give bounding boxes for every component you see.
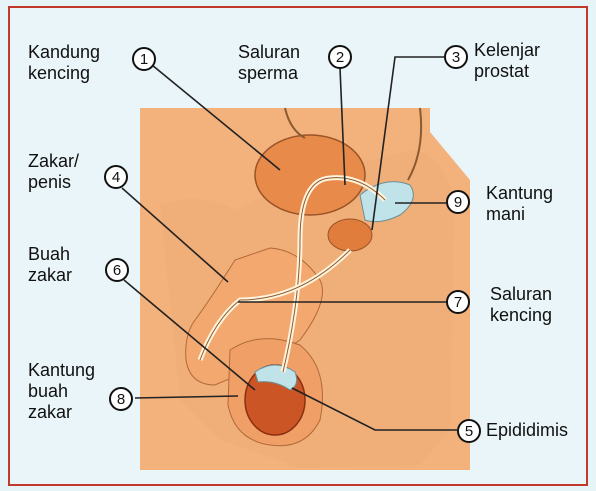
label-kantung-mani: Kantung mani <box>486 183 553 225</box>
number-badge-4: 4 <box>104 165 128 189</box>
label-kantung-buah-zakar: Kantung buah zakar <box>28 360 95 423</box>
prostate-shape <box>328 219 372 251</box>
label-saluran-kencing: Saluran kencing <box>490 284 552 326</box>
number-badge-6: 6 <box>105 258 129 282</box>
number-badge-3: 3 <box>444 45 468 69</box>
number-badge-2: 2 <box>328 45 352 69</box>
number-badge-9: 9 <box>446 190 470 214</box>
label-epididimis: Epididimis <box>486 420 568 441</box>
number-badge-1: 1 <box>132 47 156 71</box>
label-zakar-penis: Zakar/ penis <box>28 151 79 193</box>
label-buah-zakar: Buah zakar <box>28 244 72 286</box>
label-kelenjar-prostat: Kelenjar prostat <box>474 40 540 82</box>
number-badge-7: 7 <box>446 290 470 314</box>
label-kandung-kencing: Kandung kencing <box>28 42 100 84</box>
number-badge-5: 5 <box>457 419 481 443</box>
label-saluran-sperma: Saluran sperma <box>238 42 300 84</box>
number-badge-8: 8 <box>109 387 133 411</box>
bladder-shape <box>255 135 365 215</box>
